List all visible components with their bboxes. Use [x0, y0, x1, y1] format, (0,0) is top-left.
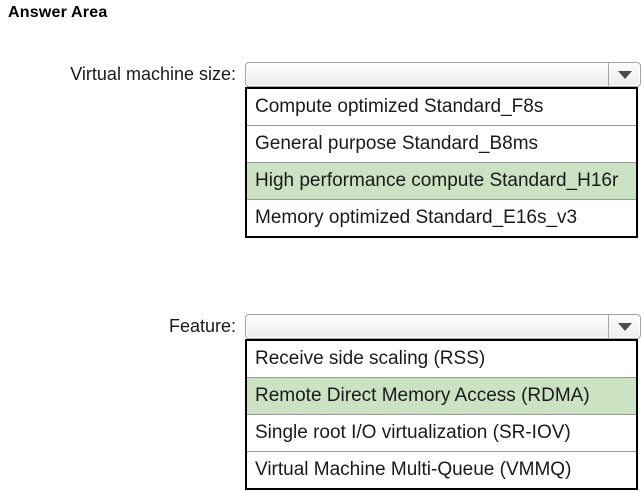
- feature-options-list: Receive side scaling (RSS) Remote Direct…: [245, 339, 638, 490]
- feature-dropdown[interactable]: [245, 314, 641, 339]
- feature-option-1[interactable]: Remote Direct Memory Access (RDMA): [247, 377, 636, 414]
- feature-dropdown-arrow-button[interactable]: [608, 315, 640, 338]
- chevron-down-icon: [617, 70, 632, 79]
- vm-size-options-list: Compute optimized Standard_F8s General p…: [245, 87, 638, 238]
- feature-option-3[interactable]: Virtual Machine Multi-Queue (VMMQ): [247, 451, 636, 488]
- vm-size-option-0[interactable]: Compute optimized Standard_F8s: [247, 89, 636, 125]
- answer-area-title: Answer Area: [8, 4, 108, 21]
- feature-option-0[interactable]: Receive side scaling (RSS): [247, 341, 636, 377]
- vm-size-label: Virtual machine size:: [70, 64, 236, 84]
- vm-size-option-2[interactable]: High performance compute Standard_H16r: [247, 162, 636, 199]
- feature-option-2[interactable]: Single root I/O virtualization (SR-IOV): [247, 414, 636, 451]
- chevron-down-icon: [617, 322, 632, 331]
- vm-size-dropdown-arrow-button[interactable]: [608, 63, 640, 86]
- vm-size-dropdown[interactable]: [245, 62, 641, 87]
- vm-size-option-1[interactable]: General purpose Standard_B8ms: [247, 125, 636, 162]
- vm-size-option-3[interactable]: Memory optimized Standard_E16s_v3: [247, 199, 636, 236]
- vm-size-dropdown-value: [252, 63, 604, 86]
- feature-label: Feature:: [168, 316, 236, 336]
- feature-dropdown-value: [252, 315, 604, 338]
